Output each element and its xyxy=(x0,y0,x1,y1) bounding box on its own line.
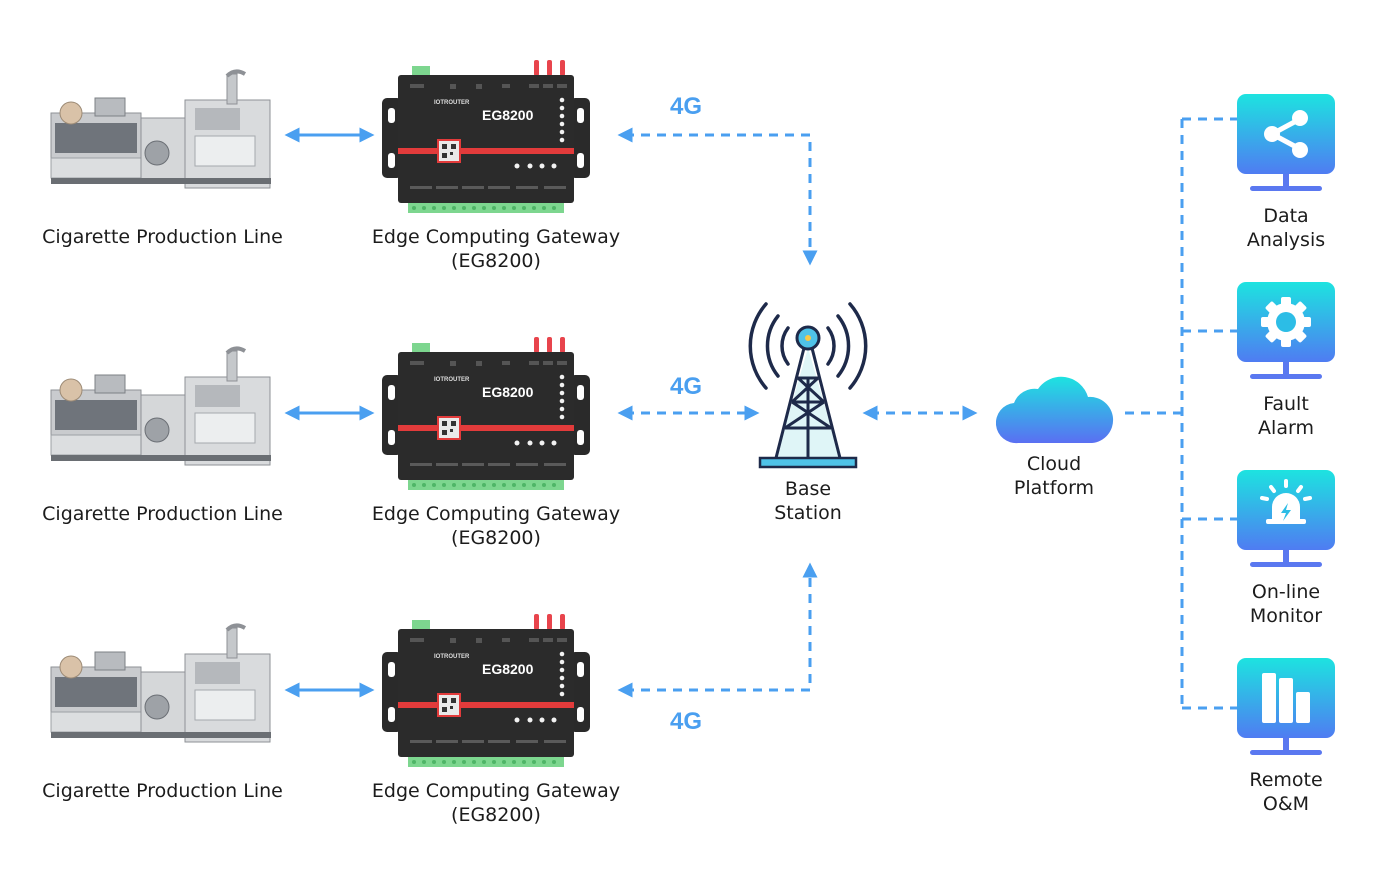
cloud-label-line1: Cloud xyxy=(1026,453,1082,475)
app-label-line2: Alarm xyxy=(1258,417,1314,439)
gateway-label-2: Edge Computing Gateway (EG8200) xyxy=(346,502,646,550)
app-data-analysis[interactable] xyxy=(1236,93,1336,197)
base-station-label: Base Station xyxy=(758,477,858,525)
gateway-model-2: EG8200 xyxy=(482,384,534,400)
app-data-analysis-label: Data Analysis xyxy=(1236,204,1336,252)
machine-label-2: Cigarette Production Line xyxy=(42,503,283,525)
gateway-brand-3: IOTROUTER xyxy=(434,654,470,660)
cloud-label-line2: Platform xyxy=(1013,477,1095,499)
app-label-line2: O&M xyxy=(1262,793,1310,815)
app-label-line1: Data xyxy=(1263,205,1309,227)
gateway-brand-1: IOTROUTER xyxy=(434,100,470,106)
gateway-label-line2: (EG8200) xyxy=(451,250,541,272)
gateway-label-line2: (EG8200) xyxy=(451,527,541,549)
base-station-label-line1: Base xyxy=(784,478,832,500)
gateway-label-1: Edge Computing Gateway (EG8200) xyxy=(346,225,646,273)
gateway-brand-2: IOTROUTER xyxy=(434,377,470,383)
app-fault-alarm[interactable] xyxy=(1236,281,1336,385)
gateway-device-2: IOTROUTER EG8200 xyxy=(376,335,596,499)
gear-icon xyxy=(1261,297,1311,347)
app-remote-om[interactable] xyxy=(1236,657,1336,761)
gateway-label-line1: Edge Computing Gateway xyxy=(371,503,621,525)
base-station-label-line2: Station xyxy=(774,502,842,524)
app-label-line2: Monitor xyxy=(1249,605,1323,627)
app-label-line1: Remote xyxy=(1249,769,1323,791)
app-label-line2: Analysis xyxy=(1246,229,1326,251)
gateway-label-line2: (EG8200) xyxy=(451,804,541,826)
app-online-monitor-label: On-line Monitor xyxy=(1236,580,1336,628)
cloud-icon xyxy=(995,367,1114,451)
app-fault-alarm-label: Fault Alarm xyxy=(1236,392,1336,440)
alarm-beacon-icon xyxy=(1260,479,1312,524)
cell-tower-icon xyxy=(748,296,868,475)
machine-label-1: Cigarette Production Line xyxy=(42,226,283,248)
gateway-model-3: EG8200 xyxy=(482,661,534,677)
gateway-label-3: Edge Computing Gateway (EG8200) xyxy=(346,779,646,827)
app-online-monitor[interactable] xyxy=(1236,469,1336,573)
cigarette-machine-image-2 xyxy=(45,345,275,479)
gateway-label-line1: Edge Computing Gateway xyxy=(371,780,621,802)
app-label-line1: Fault xyxy=(1263,393,1309,415)
gateway-tower-link-1 xyxy=(617,127,818,266)
app-remote-om-label: Remote O&M xyxy=(1236,768,1336,816)
link-label-4g-1: 4G xyxy=(670,93,703,120)
cigarette-machine-image-3 xyxy=(45,622,275,756)
cigarette-machine-image-1 xyxy=(45,68,275,202)
machine-label-3: Cigarette Production Line xyxy=(42,780,283,802)
gateway-model-1: EG8200 xyxy=(482,107,534,123)
gateway-label-line1: Edge Computing Gateway xyxy=(371,226,621,248)
app-label-line1: On-line xyxy=(1251,581,1321,603)
share-icon xyxy=(1264,110,1308,158)
gateway-tower-link-3 xyxy=(617,562,818,698)
link-label-4g-3: 4G xyxy=(670,708,703,735)
gateway-device-3: IOTROUTER EG8200 xyxy=(376,612,596,776)
link-label-4g-2: 4G xyxy=(670,373,703,400)
bar-chart-icon xyxy=(1262,673,1310,723)
cloud-app-bus xyxy=(1125,117,1238,710)
cloud-platform-label: Cloud Platform xyxy=(1004,452,1104,500)
gateway-device-1: IOTROUTER EG8200 xyxy=(376,58,596,222)
